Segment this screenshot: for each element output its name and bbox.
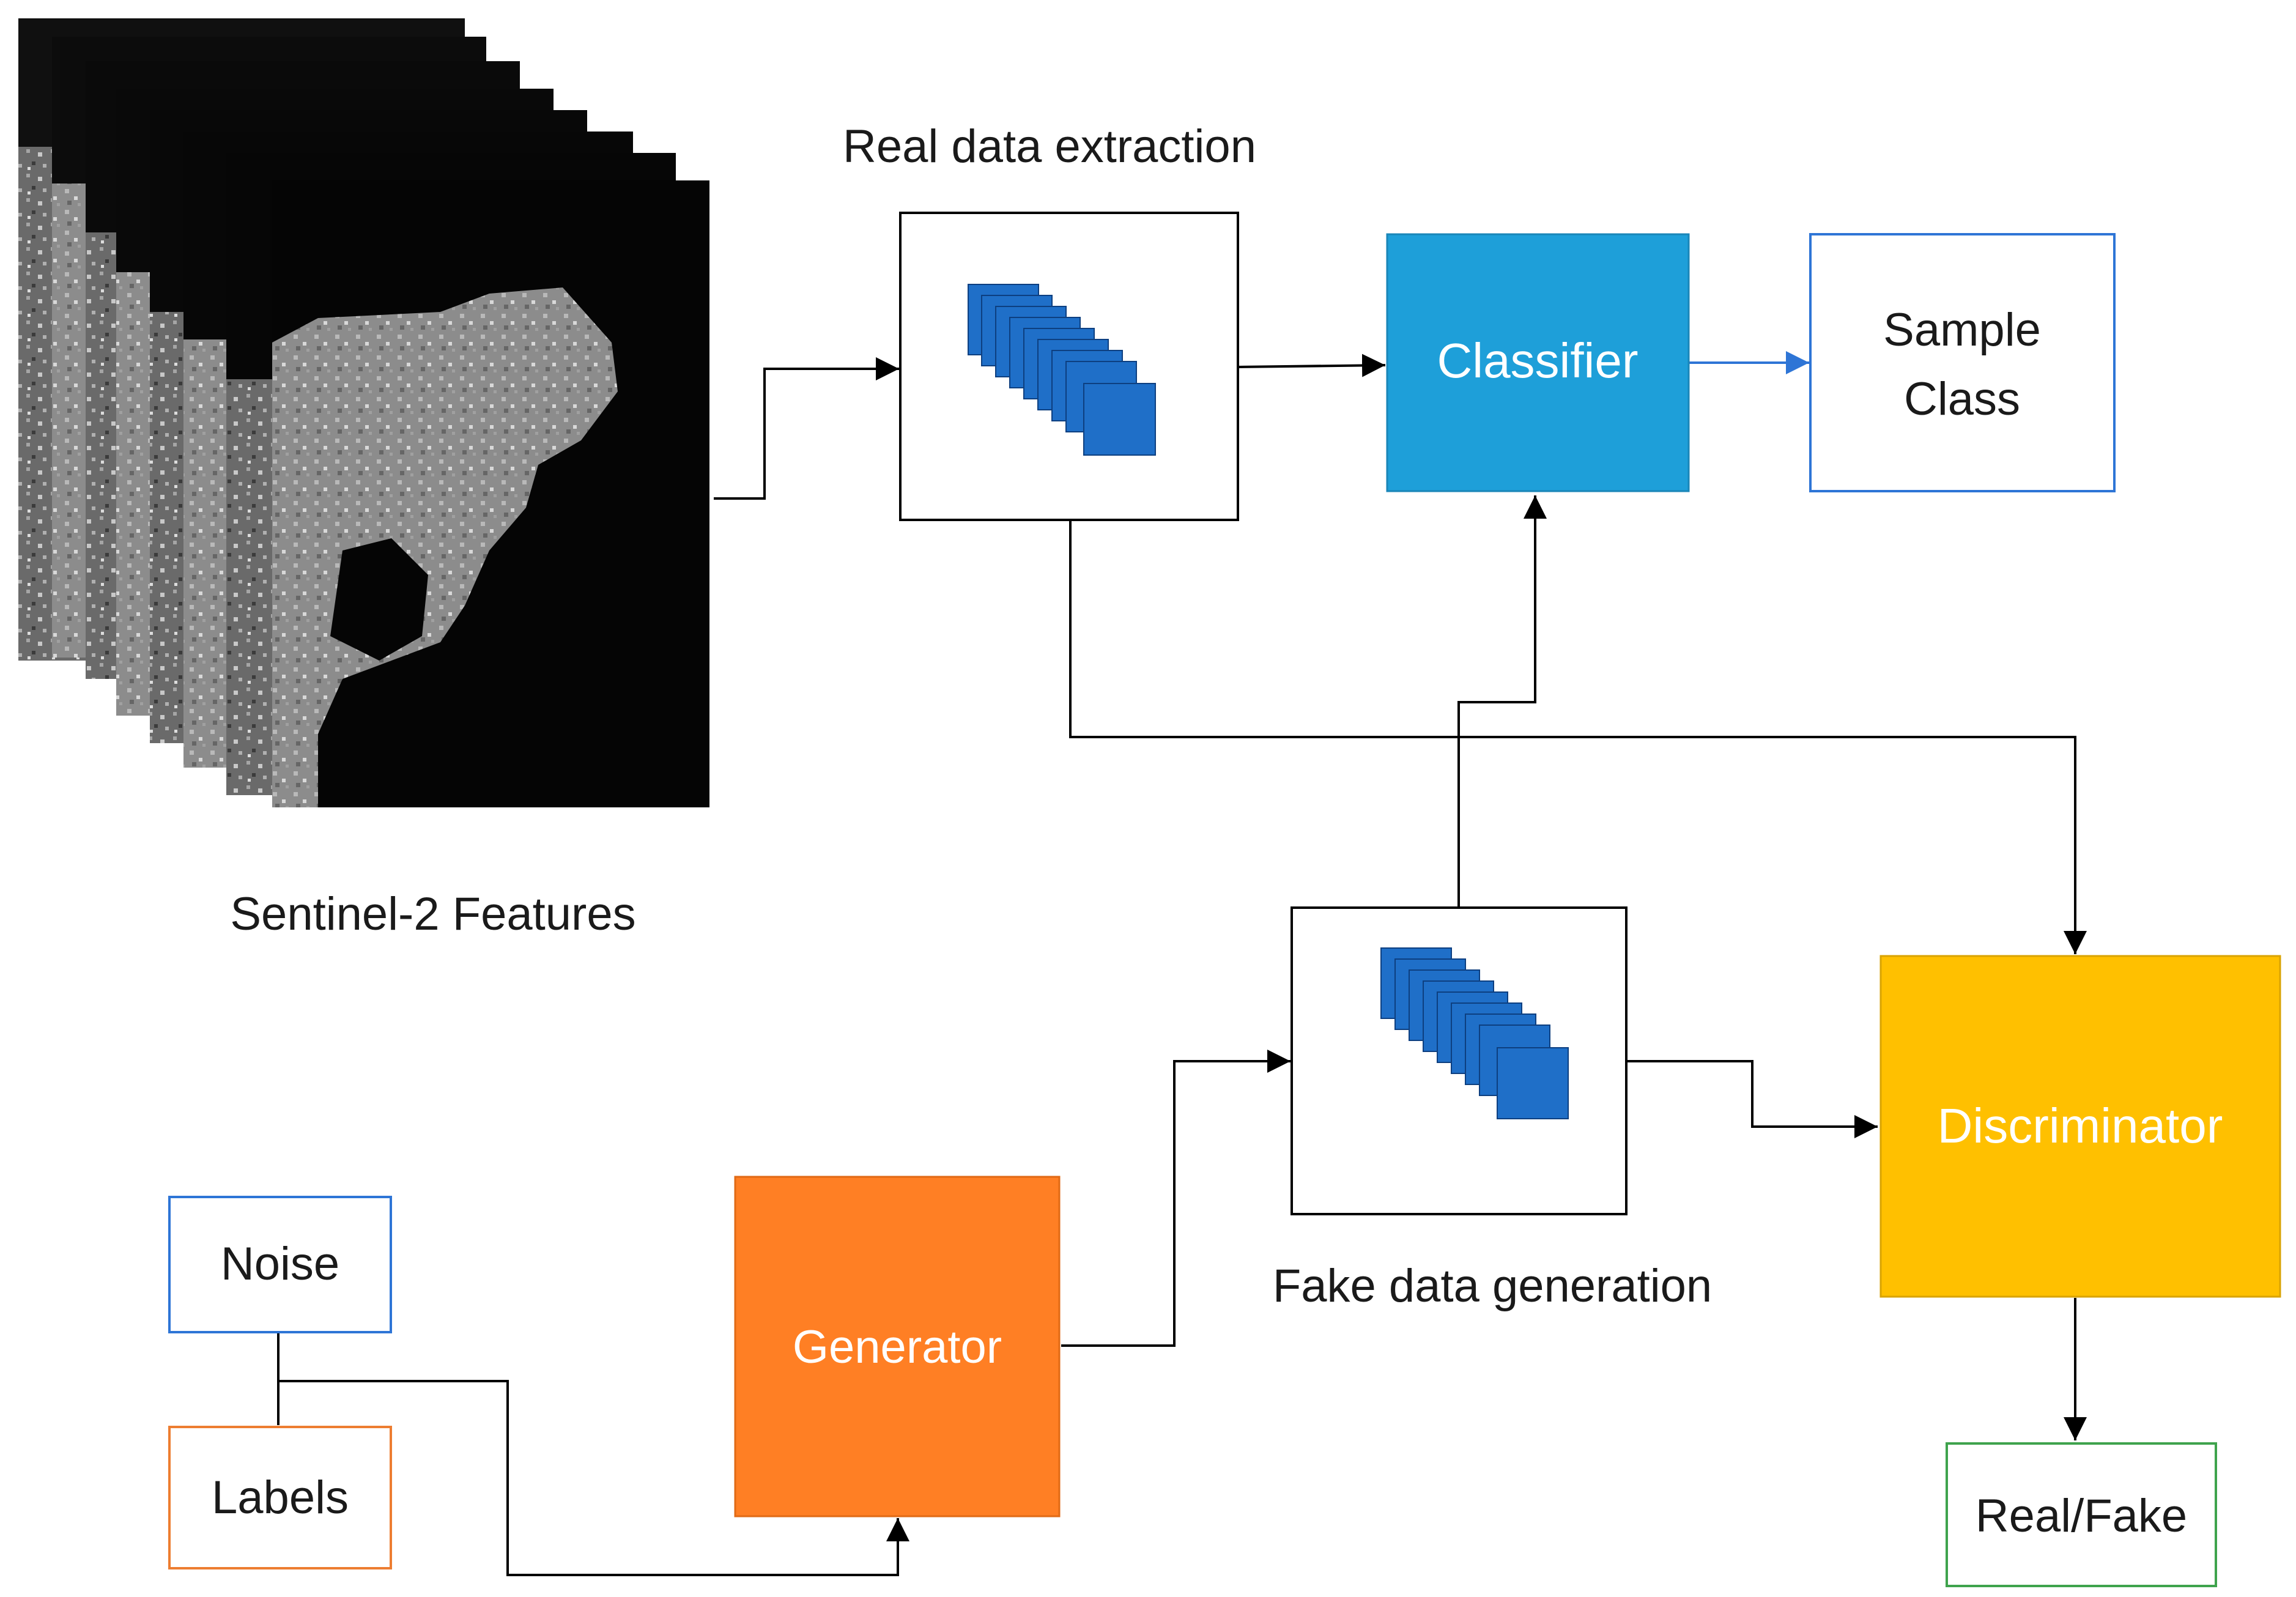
discriminator-node: Discriminator [1879,955,2281,1298]
sample-class-label-line2: Class [1904,373,2020,425]
stack-layer-8 [272,180,709,807]
real-data-extraction-caption: Real data extraction [843,120,1256,172]
discriminator-label: Discriminator [1938,1099,2223,1153]
noise-node: Noise [168,1196,392,1333]
real-fake-label: Real/Fake [1976,1490,2187,1542]
connectors [277,351,2087,1576]
arrow-noise-labels-to-generator [278,1380,909,1576]
real-data-extraction-box [899,212,1239,521]
arrow-fake-generation-to-classifier [1457,495,1547,906]
classifier-label: Classifier [1437,333,1639,388]
real-fake-node: Real/Fake [1946,1442,2217,1587]
sentinel-features-caption: Sentinel-2 Features [230,888,635,940]
arrow-stack-to-real-extraction [714,357,899,500]
real-feature-stack-icon [968,284,1156,456]
fake-data-generation-caption: Fake data generation [1273,1260,1712,1312]
fake-feature-stack-icon [1380,947,1569,1119]
arrow-real-extraction-to-classifier [1238,354,1386,377]
labels-label: Labels [212,1472,349,1524]
sentinel-image-stack [18,18,709,807]
labels-node: Labels [168,1426,392,1569]
sample-class-node: Sample Class [1809,233,2116,492]
generator-node: Generator [734,1176,1061,1517]
sample-class-label-line1: Sample [1883,304,2041,356]
arrow-real-extraction-to-discriminator [1069,521,2087,954]
fake-data-generation-box [1291,906,1628,1215]
classifier-node: Classifier [1386,233,1690,492]
arrow-fake-generation-to-discriminator [1627,1060,1878,1138]
arrow-generator-to-fake-generation [1061,1050,1291,1347]
generator-label: Generator [793,1321,1002,1373]
noise-label: Noise [221,1238,339,1290]
